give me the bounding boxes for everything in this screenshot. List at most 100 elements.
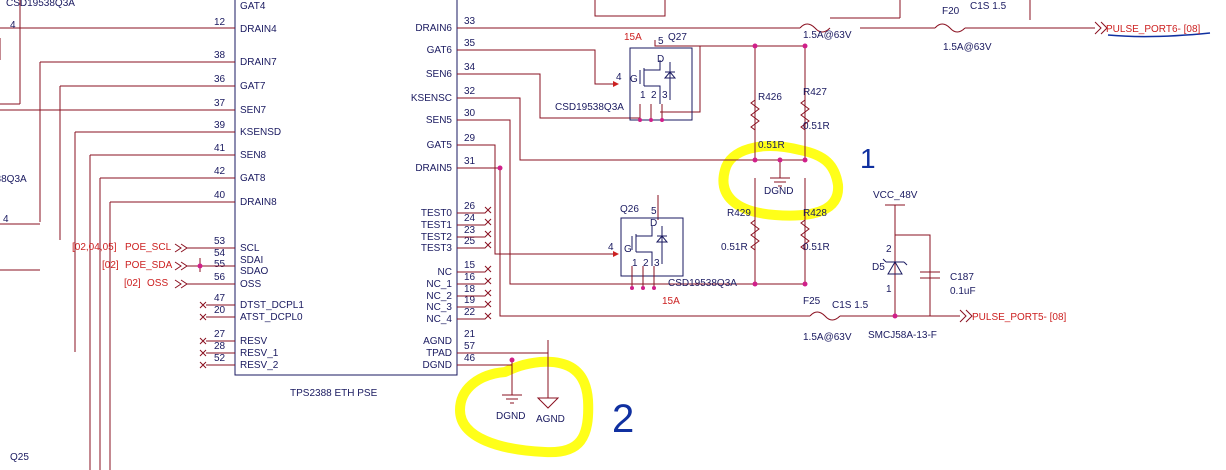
pin-label: DGND xyxy=(423,360,452,371)
left-mosfet-part-mid: 538Q3A xyxy=(0,174,27,185)
c187-value: 0.1uF xyxy=(950,286,976,297)
mosfet-q27: Q27 15A CSD19538Q3A 4 5 G D 1 2 3 xyxy=(555,32,693,122)
pin-number: 30 xyxy=(464,108,476,119)
pin-label: DRAIN5 xyxy=(415,163,452,174)
pin-number: 18 xyxy=(464,284,476,295)
pin-label: SDAI xyxy=(240,255,263,266)
q25-ref: Q25 xyxy=(10,452,29,463)
pin-number: 41 xyxy=(214,143,226,154)
pin-number: 38 xyxy=(214,50,226,61)
pin-label: KSENSC xyxy=(411,93,452,104)
pin-number: 47 xyxy=(214,293,226,304)
pin-number: 28 xyxy=(214,341,226,352)
c1s-bottom: C1S 1.5 xyxy=(832,300,869,311)
d5-ref: D5 xyxy=(872,262,885,273)
q27-part: CSD19538Q3A xyxy=(555,102,624,113)
q27-pin5: 5 xyxy=(658,36,664,47)
pin-number: 46 xyxy=(464,353,476,364)
c187-ref: C187 xyxy=(950,272,974,283)
pin-label: GAT6 xyxy=(427,45,453,56)
highlight-mark-1 xyxy=(718,141,844,221)
r429-ref: R429 xyxy=(727,208,751,219)
q26-s3: 3 xyxy=(654,258,660,269)
pin-label: GAT8 xyxy=(240,173,266,184)
vcc-label: VCC_48V xyxy=(873,190,918,201)
signal-oss: [02] OSS xyxy=(124,278,235,289)
pin-label: SEN6 xyxy=(426,69,453,80)
pin-number: 55 xyxy=(214,259,226,270)
capacitor-c187: C187 0.1uF xyxy=(920,271,976,297)
d5-part: SMCJ58A-13-F xyxy=(868,330,937,341)
r428-value: 0.51R xyxy=(803,242,830,253)
pin-label: NC_2 xyxy=(426,291,452,302)
pin-number: 21 xyxy=(464,329,476,340)
d5-pin1: 1 xyxy=(886,284,892,295)
diode-d5: D5 2 1 SMCJ58A-13-F xyxy=(868,244,937,341)
pin-label: AGND xyxy=(423,336,452,347)
pin-number: 20 xyxy=(214,305,226,316)
r427-value: 0.51R xyxy=(803,121,830,132)
nc-marks-left xyxy=(199,301,235,369)
pin-number: 57 xyxy=(464,341,476,352)
q27-s3: 3 xyxy=(662,90,668,101)
pin-number: 36 xyxy=(214,74,226,85)
fuse-top-rating: 1.5A@63V xyxy=(803,30,852,41)
wire-right xyxy=(457,0,1095,398)
f25-rating: 1.5A@63V xyxy=(803,332,852,343)
pin-number: 34 xyxy=(464,62,476,73)
pin-label: DRAIN7 xyxy=(240,57,277,68)
q26-part: CSD19538Q3A xyxy=(668,278,737,289)
q26-g: G xyxy=(624,244,632,255)
pin-label: KSENSD xyxy=(240,127,281,138)
wire-left xyxy=(0,0,235,470)
oss-name: OSS xyxy=(147,278,168,289)
left-mosfet-part-top: CSD19538Q3A xyxy=(6,0,75,9)
q26-pin4: 4 xyxy=(608,242,614,253)
pin-number: 15 xyxy=(464,260,476,271)
pulse-port6-label: PULSE_PORT6- [08] xyxy=(1106,24,1201,35)
resistor-r428: R428 0.51R xyxy=(800,178,830,253)
fuse-top: 1.5A@63V xyxy=(799,23,852,41)
pin-label: NC_1 xyxy=(426,279,452,290)
pin-label: RESV_2 xyxy=(240,360,279,371)
q26-current: 15A xyxy=(662,296,680,307)
pin-number: 25 xyxy=(464,236,476,247)
pin-label: SEN8 xyxy=(240,150,267,161)
dgnd-symbol-2: DGND xyxy=(496,394,525,422)
r427-ref: R427 xyxy=(803,87,827,98)
pin-number: 42 xyxy=(214,166,226,177)
pin-label: RESV_1 xyxy=(240,348,279,359)
agnd-symbol: AGND xyxy=(536,397,565,425)
pin-label: RESV xyxy=(240,336,268,347)
pin-label: DRAIN4 xyxy=(240,24,277,35)
pin-label: TEST1 xyxy=(421,220,453,231)
poe-scl-ref: [02,04,05] xyxy=(72,242,117,253)
signal-poe-scl: [02,04,05] POE_SCL xyxy=(72,242,235,253)
q27-ref: Q27 xyxy=(668,32,687,43)
pin-number: 56 xyxy=(214,272,226,283)
pin-label: TEST0 xyxy=(421,208,453,219)
junction-dots xyxy=(497,43,898,363)
pin-number: 40 xyxy=(214,190,226,201)
f20-rating: 1.5A@63V xyxy=(943,42,992,53)
q26-ref: Q26 xyxy=(620,204,639,215)
q27-current: 15A xyxy=(624,32,642,43)
oss-ref: [02] xyxy=(124,278,141,289)
pin-number: 37 xyxy=(214,98,226,109)
pin-number: 12 xyxy=(214,17,226,28)
pin-label: GAT4 xyxy=(240,1,266,12)
pin-label: SEN7 xyxy=(240,105,267,116)
r429-value: 0.51R xyxy=(721,242,748,253)
